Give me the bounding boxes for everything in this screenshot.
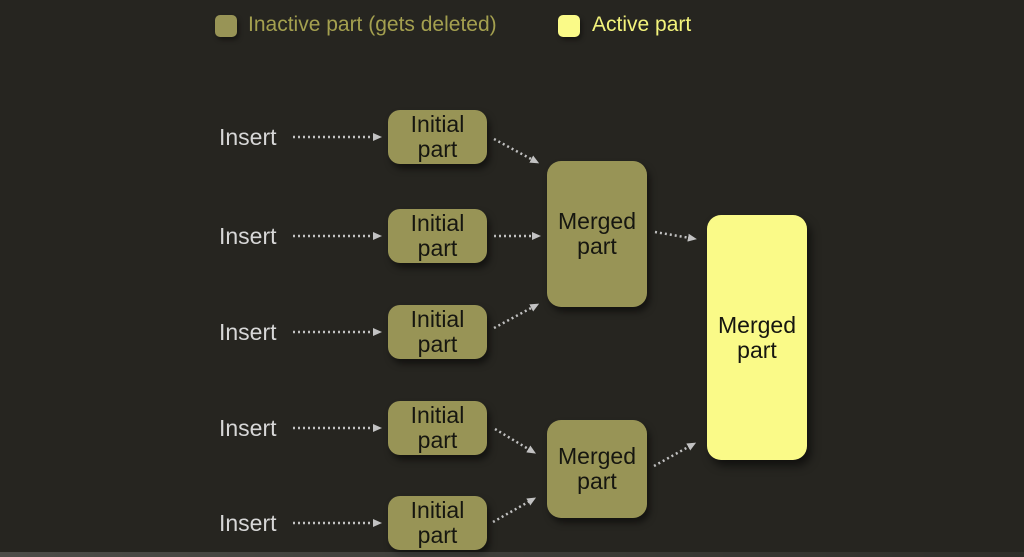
legend-inactive-label: Inactive part (gets deleted) <box>248 13 497 36</box>
legend-active-swatch <box>558 15 580 37</box>
initial-part-label: Initial part <box>410 111 465 162</box>
merged-part-label: Merged part <box>558 208 636 259</box>
initial-part-node-3: Initial part <box>388 305 487 359</box>
insert-label-4: Insert <box>219 415 277 441</box>
insert-label-1: Insert <box>219 124 277 150</box>
initial-part-node-2: Initial part <box>388 209 487 263</box>
legend-active-label: Active part <box>592 13 692 36</box>
initial-part-label: Initial part <box>410 210 465 261</box>
initial-part-label: Initial part <box>410 497 465 548</box>
arrow-initial4-to-merged-bottom <box>494 427 537 454</box>
arrow-merged-top-to-final <box>654 230 697 242</box>
merged-part-bottom-node: Merged part <box>547 420 647 518</box>
merged-part-label: Merged part <box>558 443 636 494</box>
insert-label-2: Insert <box>219 223 277 249</box>
merged-part-top-node: Merged part <box>547 161 647 307</box>
arrow-initial5-to-merged-bottom <box>492 497 537 524</box>
arrow-initial3-to-merged-top <box>493 303 540 330</box>
initial-part-node-5: Initial part <box>388 496 487 550</box>
merged-part-label: Merged part <box>718 311 796 363</box>
insert-label-3: Insert <box>219 319 277 345</box>
arrow-initial1-to-merged-top <box>493 137 540 164</box>
merged-part-final-node: Merged part <box>707 215 807 460</box>
legend-inactive-swatch <box>215 15 237 37</box>
initial-part-node-1: Initial part <box>388 110 487 164</box>
arrow-merged-bottom-to-final <box>653 442 697 468</box>
initial-part-node-4: Initial part <box>388 401 487 455</box>
initial-part-label: Initial part <box>410 402 465 453</box>
insert-label-5: Insert <box>219 510 277 536</box>
initial-part-label: Initial part <box>410 306 465 357</box>
bottom-edge-strip <box>0 552 1024 557</box>
